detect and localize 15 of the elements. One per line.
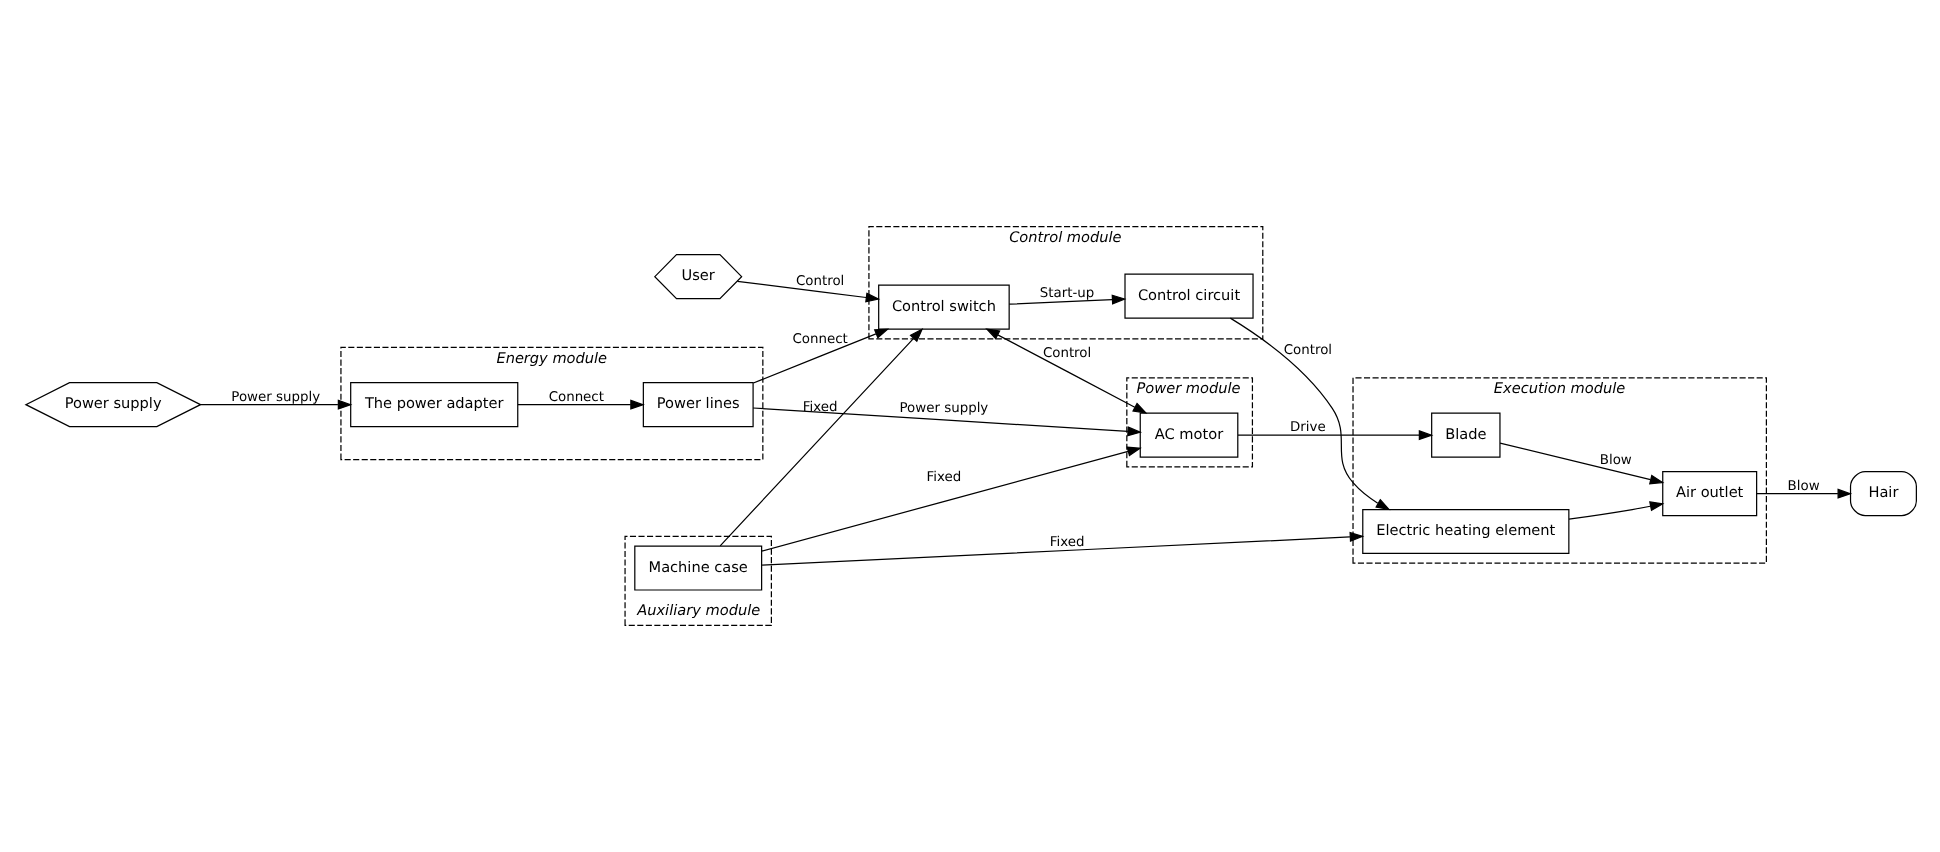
arrow — [760, 531, 1364, 566]
arrow — [1007, 294, 1126, 305]
arrow — [516, 399, 644, 410]
arrow — [1228, 317, 1390, 511]
arrow — [1498, 442, 1664, 485]
arrow — [1567, 501, 1664, 520]
arrow — [718, 327, 923, 547]
arrow — [199, 399, 352, 410]
arrow — [751, 407, 1142, 437]
arrow — [735, 280, 880, 303]
arrow — [760, 446, 1141, 552]
arrow — [1236, 430, 1433, 441]
arrow — [984, 328, 1147, 414]
arrow — [751, 328, 889, 384]
arrow — [1755, 488, 1852, 499]
